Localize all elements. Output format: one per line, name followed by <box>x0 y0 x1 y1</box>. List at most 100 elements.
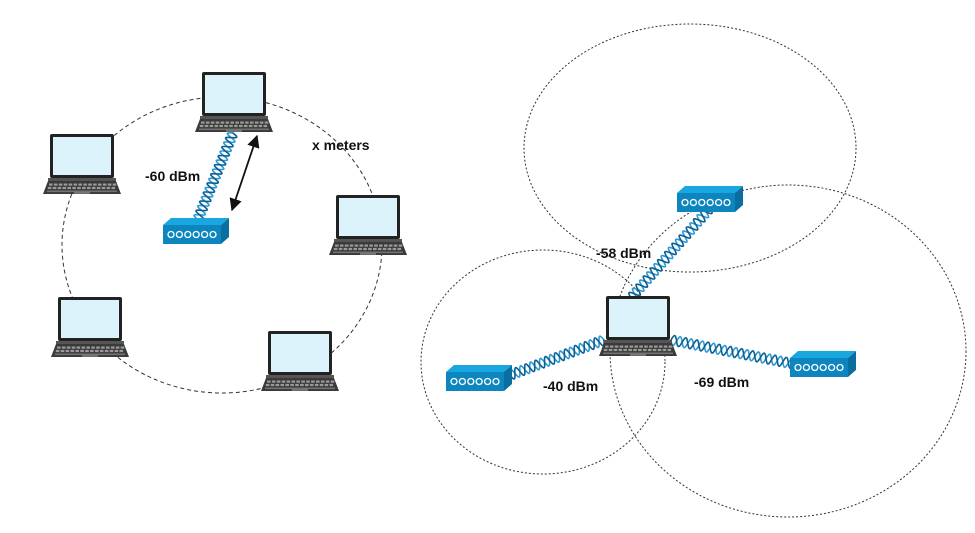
laptop-hinge <box>200 116 268 119</box>
ap-port <box>681 198 689 207</box>
laptop-key <box>65 349 70 353</box>
laptop-key <box>638 348 642 352</box>
laptop-key <box>382 247 387 251</box>
laptop-key <box>619 345 624 348</box>
laptop-icon <box>329 195 407 255</box>
signal-wave-strand <box>628 207 713 299</box>
laptop-key <box>106 346 110 349</box>
signal-wave-icon <box>504 205 795 382</box>
ap-side-face <box>735 186 743 212</box>
ap-front-face <box>677 193 735 212</box>
laptop-key <box>349 244 354 247</box>
laptop-key-row <box>55 353 125 356</box>
laptop-key <box>344 244 349 247</box>
laptop-key <box>106 186 111 190</box>
laptop-screen <box>53 137 111 175</box>
laptop-key <box>369 244 373 247</box>
laptop-hinge <box>604 340 672 343</box>
laptop-key <box>70 349 75 353</box>
laptop-screen <box>339 198 397 236</box>
laptop-key <box>95 349 99 353</box>
laptop-key <box>319 383 324 387</box>
laptop-touchpad <box>82 355 98 357</box>
laptop-key <box>654 345 658 348</box>
ap-side-face <box>848 351 856 377</box>
laptop-key <box>229 124 233 128</box>
laptop-key <box>83 183 87 186</box>
laptop-key <box>93 183 97 186</box>
laptop-key <box>82 186 86 190</box>
ap-left-signal-label: -40 dBm <box>543 378 598 394</box>
laptop-key <box>667 348 672 352</box>
laptop-key-row <box>333 251 403 254</box>
ap-port <box>450 377 458 386</box>
laptop-key <box>623 348 627 352</box>
laptop-key <box>314 383 319 387</box>
laptop-key <box>657 348 662 352</box>
laptop-key <box>605 345 609 348</box>
laptop-hinge <box>334 239 402 242</box>
ap-port <box>192 230 200 239</box>
laptop-key <box>373 247 377 251</box>
laptop-key <box>647 348 652 352</box>
access-point-icon <box>446 365 512 391</box>
ap-front-face <box>790 358 848 377</box>
laptop-key <box>393 244 398 247</box>
laptop-key <box>377 247 382 251</box>
laptop-key <box>210 121 215 124</box>
laptop-key <box>111 186 116 190</box>
laptop-icon <box>51 297 129 357</box>
laptop-key <box>87 186 91 190</box>
laptop-key <box>363 247 367 251</box>
laptop-key <box>239 124 243 128</box>
laptop-key <box>90 349 94 353</box>
ap-front-face <box>163 225 221 244</box>
laptop-key <box>85 349 89 353</box>
laptop-icon <box>195 72 273 132</box>
laptop-key <box>662 348 667 352</box>
laptop-key <box>99 349 104 353</box>
laptop-key <box>91 186 96 190</box>
ap-top-face <box>446 365 512 372</box>
laptop-key <box>603 348 608 352</box>
laptop-key <box>209 124 214 128</box>
ap-port <box>483 377 492 386</box>
laptop-key <box>397 247 402 251</box>
laptop-key <box>353 247 357 251</box>
laptop-key-row <box>265 387 335 390</box>
laptop-key <box>120 346 125 349</box>
laptop-key <box>214 124 219 128</box>
laptop-screen <box>609 299 667 337</box>
ap-front-face <box>446 372 504 391</box>
laptop-key <box>102 183 107 186</box>
laptop-key <box>306 380 310 383</box>
laptop-key-row <box>199 128 269 131</box>
laptop-key <box>57 186 62 190</box>
laptop-key <box>295 383 299 387</box>
ap-port <box>802 363 811 372</box>
laptop-icon <box>261 331 339 391</box>
laptop-key <box>329 383 334 387</box>
range-circle-top <box>523 23 857 273</box>
laptop-key <box>658 345 663 348</box>
laptop-key <box>112 183 117 186</box>
right-diagram: -58 dBm -40 dBm -69 dBm <box>420 23 967 518</box>
laptop-key-row <box>47 190 117 193</box>
laptop-icon <box>43 134 121 194</box>
laptop-key <box>316 380 320 383</box>
laptop-key <box>387 247 392 251</box>
laptop-key <box>58 183 63 186</box>
laptop-key <box>379 244 383 247</box>
signal-wave-strand <box>504 337 605 380</box>
laptop-key <box>62 186 67 190</box>
laptop-key <box>91 346 95 349</box>
laptop-key <box>652 348 657 352</box>
laptop-key <box>219 124 223 128</box>
laptop-key <box>354 244 359 247</box>
laptop-key <box>325 380 330 383</box>
laptop-key <box>271 380 276 383</box>
laptop-key <box>110 346 115 349</box>
laptop-key <box>358 247 362 251</box>
laptop-touchpad <box>226 130 242 132</box>
laptop-key <box>254 121 259 124</box>
